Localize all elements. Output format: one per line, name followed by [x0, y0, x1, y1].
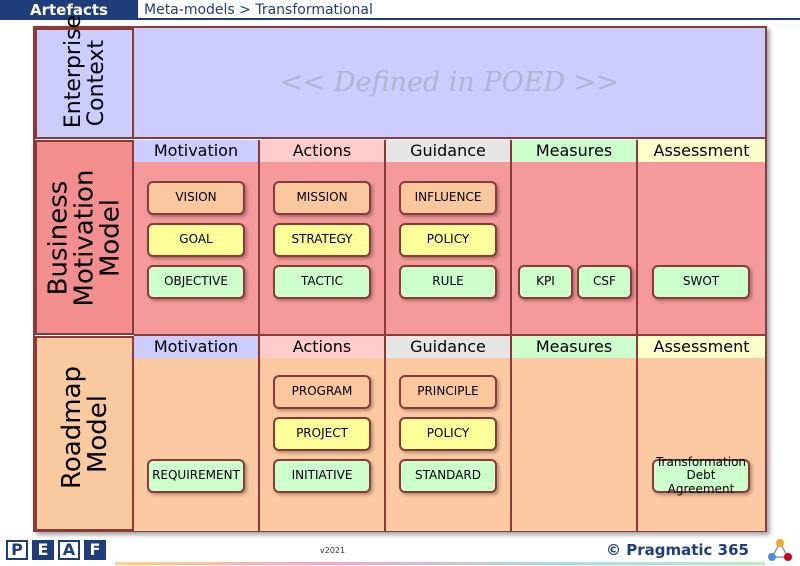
box-rule[interactable]: RULE [399, 265, 497, 299]
logo-letter-a: A [58, 540, 80, 560]
bmm-col-header-measures: Measures [512, 140, 638, 162]
row-label-roadmap-model: Roadmap Model [56, 365, 113, 489]
box-csf[interactable]: CSF [577, 265, 632, 299]
row-header-enterprise-context: Enterprise Context [35, 15, 134, 139]
footer-divider [115, 562, 765, 565]
box-standard[interactable]: STANDARD [399, 459, 497, 493]
row-header-business-motivation-model: Business Motivation Model [35, 140, 134, 335]
box-transformation-debt-agreement[interactable]: Transformation Debt Agreement [652, 456, 750, 495]
bmm-cell-assessment [638, 162, 765, 336]
rm-col-header-guidance: Guidance [386, 336, 512, 358]
box-tactic[interactable]: TACTIC [273, 265, 371, 299]
rm-cell-assessment [638, 358, 765, 531]
bmm-col-header-motivation: Motivation [134, 140, 260, 162]
brand-label: © Pragmatic 365 [606, 541, 749, 559]
box-objective[interactable]: OBJECTIVE [147, 265, 245, 299]
breadcrumb[interactable]: Meta-models > Transformational [138, 0, 800, 20]
rm-col-header-measures: Measures [512, 336, 638, 358]
rm-cell-measures [512, 358, 638, 531]
logo-letter-e: E [32, 540, 54, 560]
box-program[interactable]: PROGRAM [273, 375, 371, 409]
bmm-col-header-guidance: Guidance [386, 140, 512, 162]
enterprise-context-placeholder: << Defined in POED >> [280, 67, 619, 98]
page-title: Artefacts [0, 0, 138, 20]
row-label-business-motivation-model: Business Motivation Model [43, 169, 126, 306]
box-policy-bmm[interactable]: POLICY [399, 223, 497, 257]
rm-col-header-actions: Actions [260, 336, 386, 358]
box-requirement[interactable]: REQUIREMENT [147, 459, 245, 493]
box-strategy[interactable]: STRATEGY [273, 223, 371, 257]
top-bar: Artefacts Meta-models > Transformational [0, 0, 800, 22]
bmm-cell-measures [512, 162, 638, 336]
enterprise-context-area: << Defined in POED >> [134, 28, 765, 139]
molecule-logo-icon [768, 539, 792, 561]
box-mission[interactable]: MISSION [273, 181, 371, 215]
box-principle[interactable]: PRINCIPLE [399, 375, 497, 409]
box-goal[interactable]: GOAL [147, 223, 245, 257]
box-kpi[interactable]: KPI [518, 265, 573, 299]
metamodel-frame [33, 26, 767, 532]
box-swot[interactable]: SWOT [652, 265, 750, 299]
rm-col-header-assessment: Assessment [638, 336, 765, 358]
box-policy-roadmap[interactable]: POLICY [399, 417, 497, 451]
row-header-roadmap-model: Roadmap Model [35, 336, 134, 531]
row-label-enterprise-context: Enterprise Context [60, 15, 109, 129]
bmm-col-header-actions: Actions [260, 140, 386, 162]
box-vision[interactable]: VISION [147, 181, 245, 215]
box-initiative[interactable]: INITIATIVE [273, 459, 371, 493]
peaf-logo: P E A F [6, 540, 106, 560]
logo-letter-p: P [6, 540, 28, 560]
box-project[interactable]: PROJECT [273, 417, 371, 451]
box-influence[interactable]: INFLUENCE [399, 181, 497, 215]
rm-col-header-motivation: Motivation [134, 336, 260, 358]
rm-cell-motivation [134, 358, 260, 531]
logo-letter-f: F [84, 540, 106, 560]
version-label: v2021 [320, 546, 346, 555]
bmm-col-header-assessment: Assessment [638, 140, 765, 162]
